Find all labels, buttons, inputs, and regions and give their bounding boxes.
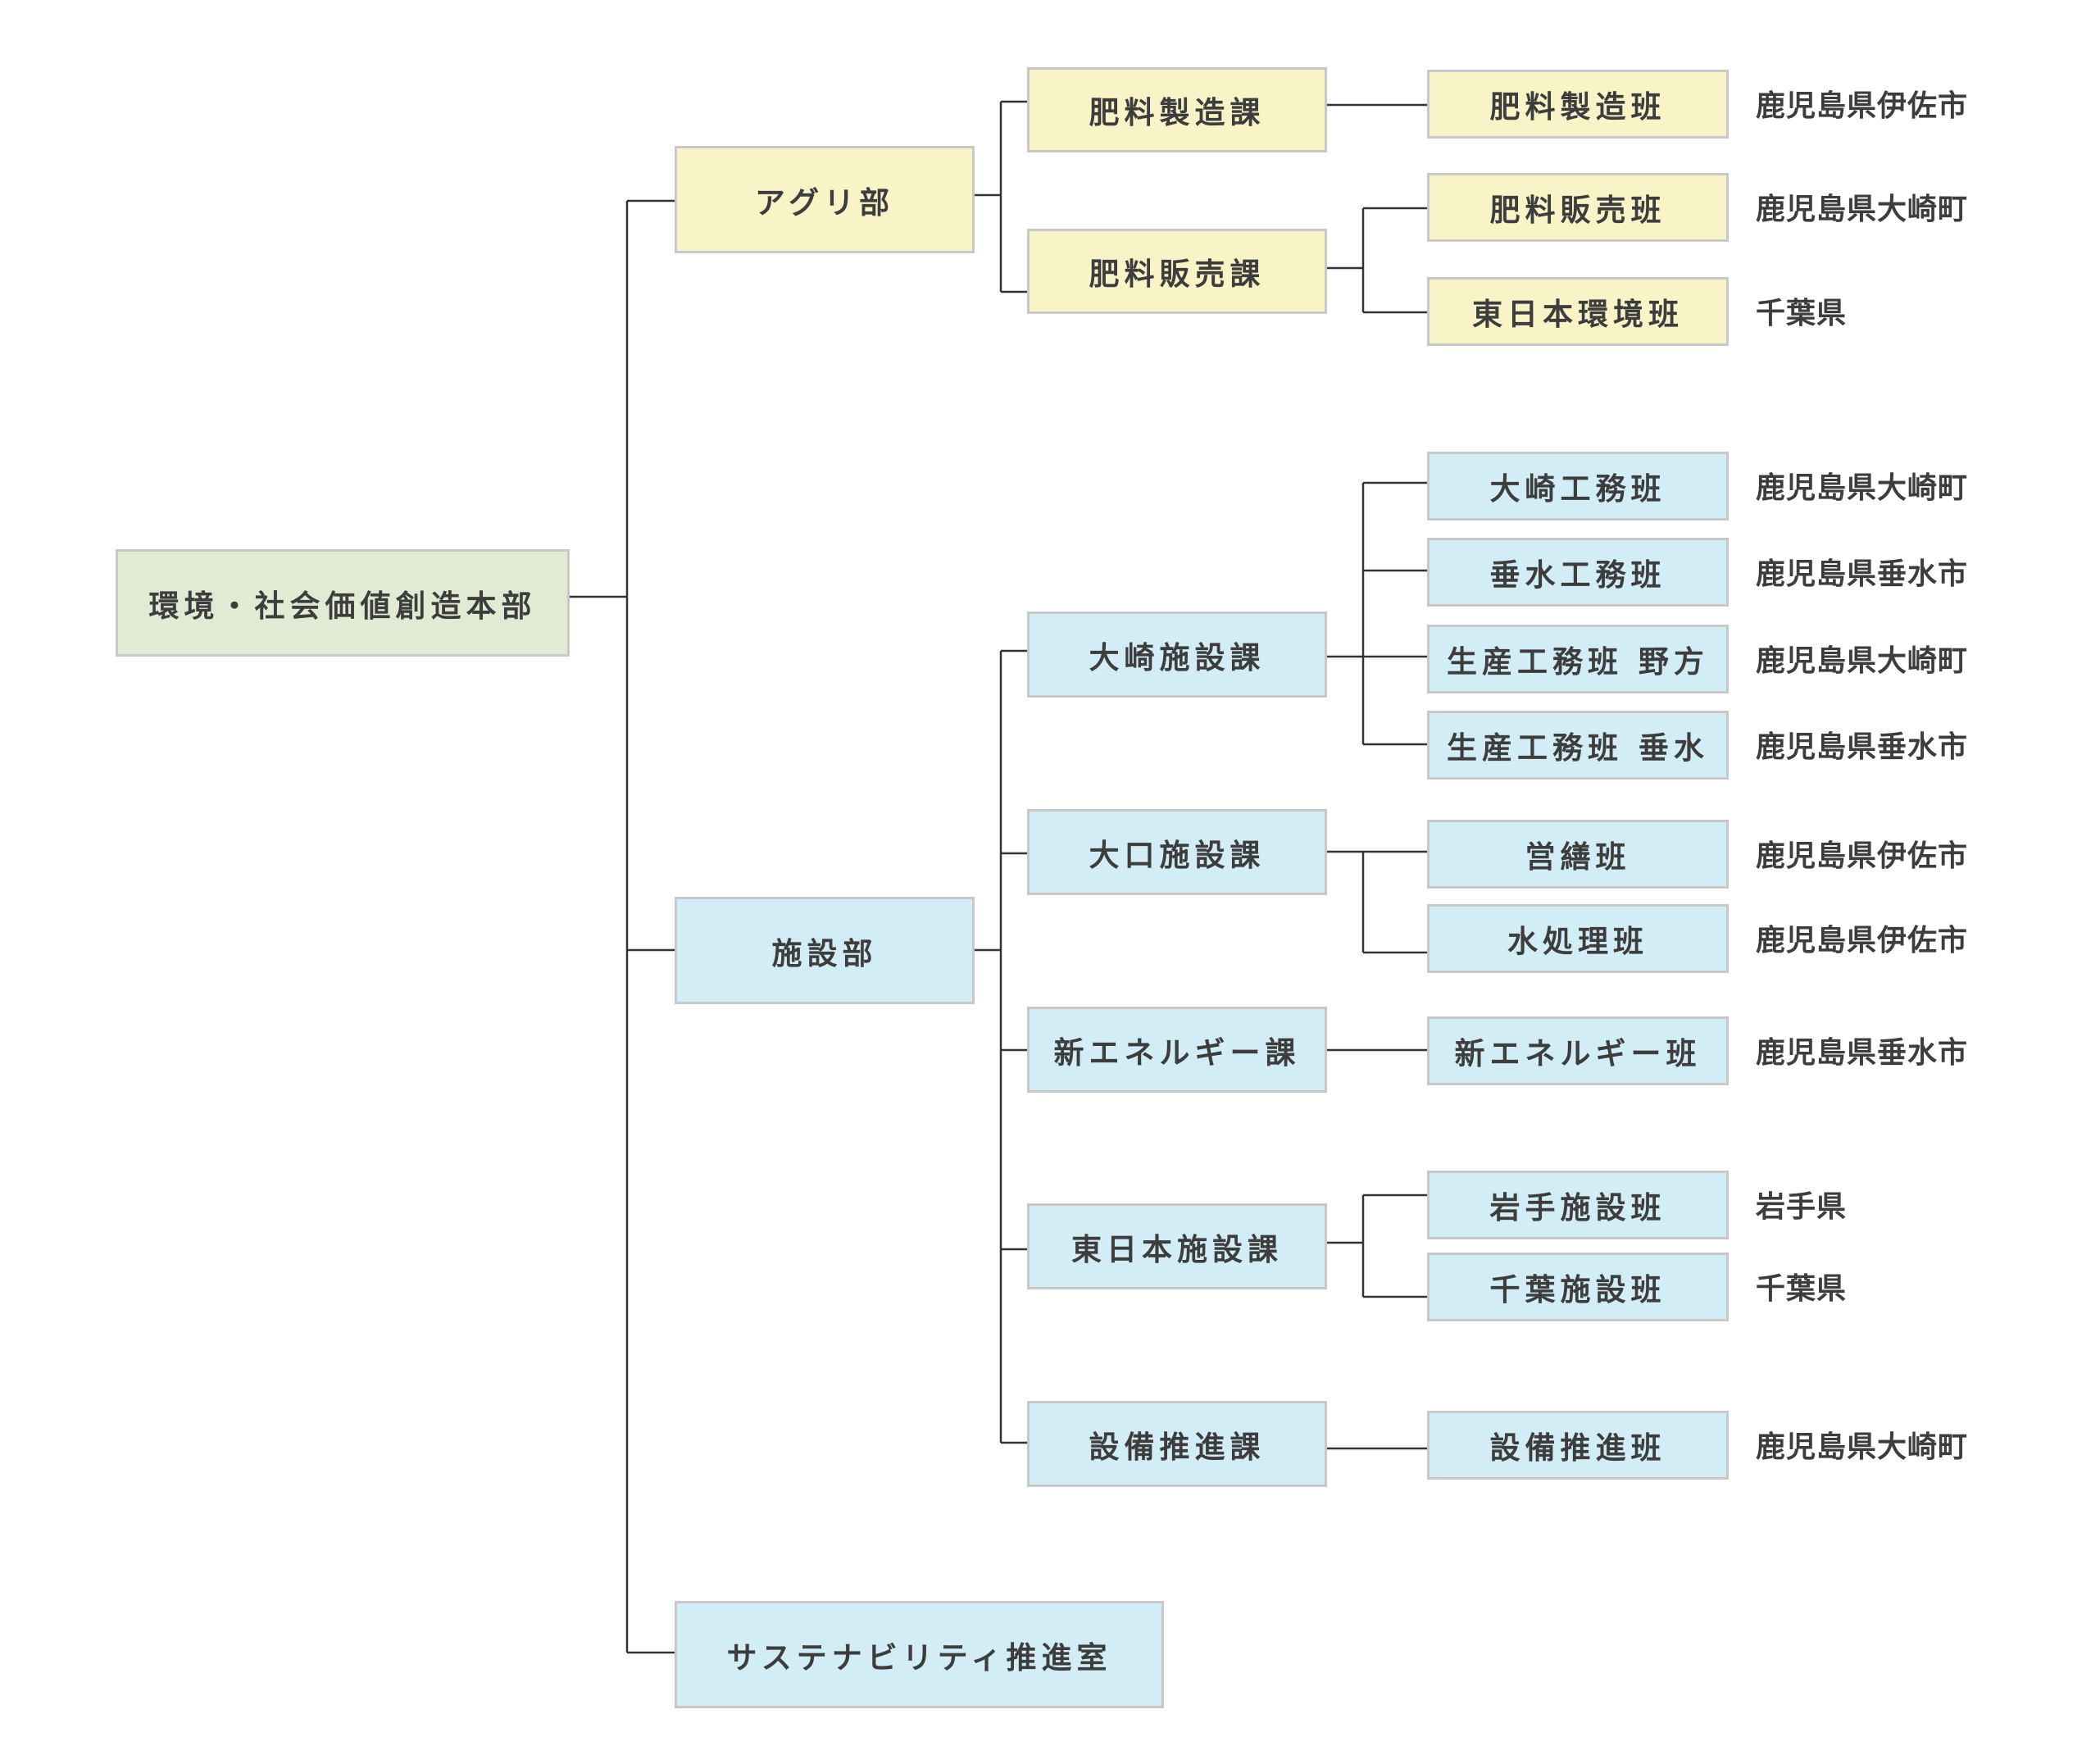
- section-hiryo-hanbai: 肥料販売課: [1027, 229, 1327, 314]
- team-location: 千葉県: [1756, 1272, 1848, 1306]
- team-location: 千葉県: [1756, 297, 1848, 330]
- team-location: 鹿児島県大崎町: [1756, 471, 1969, 505]
- team-location: 鹿児島県大崎町: [1756, 193, 1969, 226]
- team-osaki-koumu: 大崎工務班: [1427, 452, 1729, 521]
- team-hiryo-hanbai: 肥料販売班: [1427, 173, 1729, 242]
- team-higashinihon-kankyo: 東日本環境班: [1427, 277, 1729, 346]
- team-eizen: 営繕班: [1427, 820, 1729, 889]
- team-mizu-shori: 水処理班: [1427, 904, 1729, 973]
- team-location: 鹿児島県大崎町: [1756, 644, 1969, 678]
- section-hiryo-seizo: 肥料製造課: [1027, 67, 1327, 152]
- team-tarumizu-koumu: 垂水工務班: [1427, 538, 1729, 607]
- team-hiryo-seizo: 肥料製造班: [1427, 70, 1729, 139]
- department-agri: アグリ部: [675, 146, 975, 253]
- team-iwate-shisetsu: 岩手施設班: [1427, 1171, 1729, 1239]
- team-seisan-koumu-nogata: 生産工務班 野方: [1427, 625, 1729, 693]
- team-shin-energy: 新エネルギー班: [1427, 1016, 1729, 1085]
- team-location: 鹿児島県垂水市: [1756, 730, 1969, 764]
- team-chiba-shisetsu: 千葉施設班: [1427, 1253, 1729, 1321]
- section-osaki-shisetsu: 大崎施設課: [1027, 612, 1327, 698]
- root-node: 環境・社会価値創造本部: [116, 549, 570, 657]
- department-shisetsu: 施設部: [675, 897, 975, 1004]
- team-location: 岩手県: [1756, 1190, 1848, 1224]
- team-location: 鹿児島県伊佐市: [1756, 924, 1969, 957]
- section-higashinihon-shisetsu: 東日本施設課: [1027, 1203, 1327, 1289]
- team-location: 鹿児島県伊佐市: [1756, 839, 1969, 873]
- team-setsubi-suishin: 設備推進班: [1427, 1411, 1729, 1480]
- team-location: 鹿児島県伊佐市: [1756, 89, 1969, 123]
- team-location: 鹿児島県垂水市: [1756, 557, 1969, 591]
- section-okuchi-shisetsu: 大口施設課: [1027, 809, 1327, 895]
- team-seisan-koumu-tarumizu: 生産工務班 垂水: [1427, 711, 1729, 780]
- department-sustainability: サステナビリティ推進室: [675, 1601, 1164, 1708]
- section-shin-energy: 新エネルギー課: [1027, 1007, 1327, 1093]
- team-location: 鹿児島県大崎町: [1756, 1430, 1969, 1464]
- team-location: 鹿児島県垂水市: [1756, 1036, 1969, 1070]
- section-setsubi-suishin: 設備推進課: [1027, 1401, 1327, 1487]
